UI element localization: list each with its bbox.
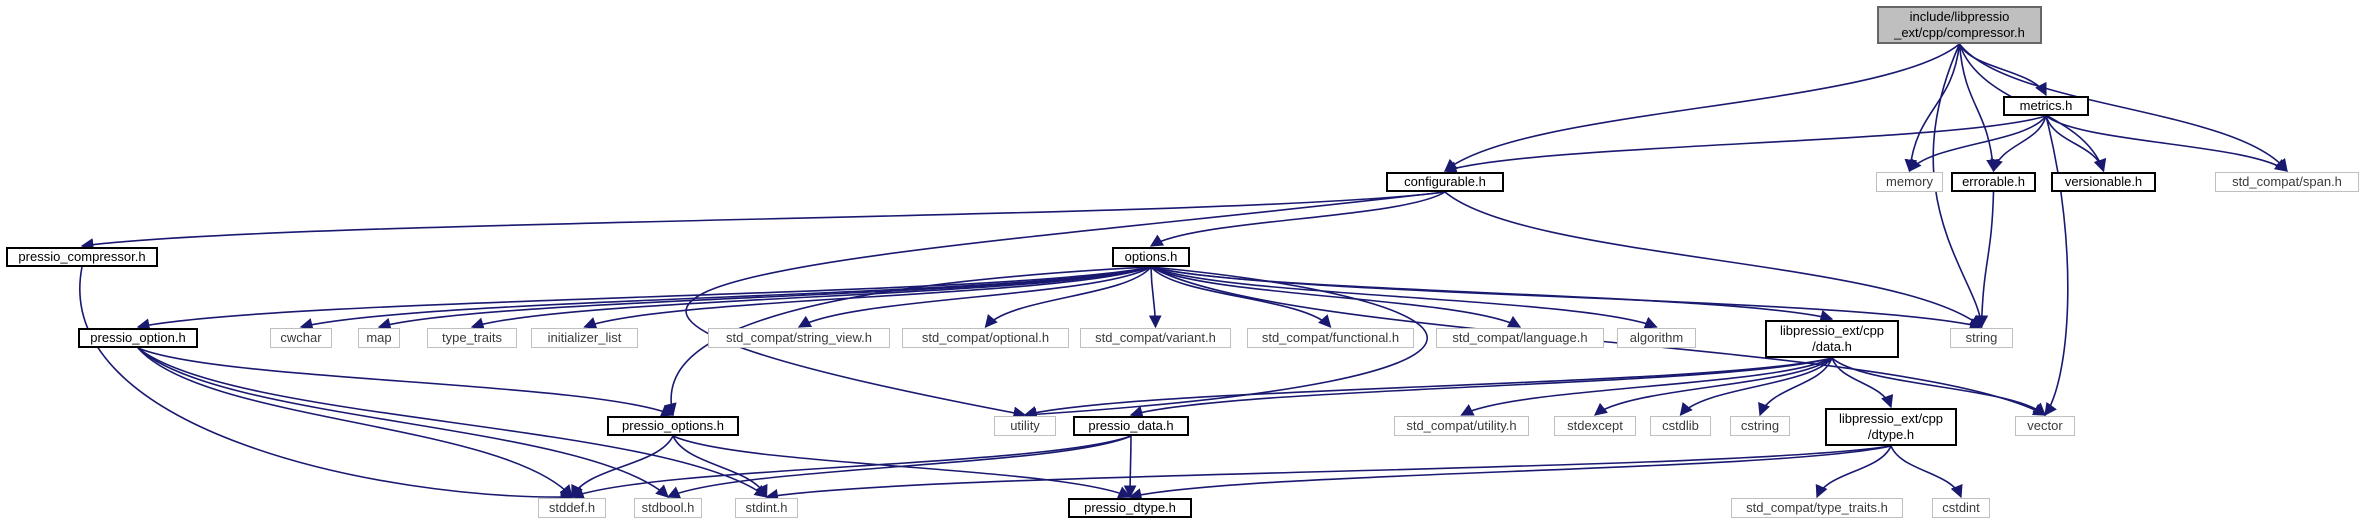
- edge-data-to-compat-utility: [1460, 357, 1833, 416]
- node-string: string: [1950, 328, 2013, 348]
- edge-options-to-functional: [1150, 266, 1332, 328]
- node-compressor[interactable]: include/libpressio _ext/cpp/compressor.h: [1877, 6, 2042, 44]
- node-configurable[interactable]: configurable.h: [1386, 172, 1504, 192]
- node-options[interactable]: options.h: [1112, 247, 1190, 267]
- node-errorable[interactable]: errorable.h: [1951, 172, 2036, 192]
- edge-configurable-to-options: [1149, 191, 1446, 247]
- edge-pressio-option-to-stdint: [137, 347, 768, 498]
- edge-metrics-to-errorable: [1990, 115, 2047, 173]
- node-stdexcept: stdexcept: [1554, 416, 1636, 436]
- node-variant: std_compat/variant.h: [1080, 328, 1231, 348]
- node-type-traits: type_traits: [427, 328, 517, 348]
- edge-compressor-to-memory: [1904, 43, 1961, 173]
- node-map: map: [358, 328, 400, 348]
- edge-pressio-data-to-pressio-dtype: [1123, 435, 1137, 499]
- node-dtype[interactable]: libpressio_ext/cpp /dtype.h: [1825, 408, 1957, 446]
- edge-dtype-to-cstdint: [1890, 445, 1963, 499]
- node-pressio-option[interactable]: pressio_option.h: [78, 328, 198, 348]
- node-language: std_compat/language.h: [1436, 328, 1604, 348]
- node-pressio-options[interactable]: pressio_options.h: [607, 416, 739, 436]
- edge-options-to-map: [377, 266, 1152, 331]
- edge-data-to-pressio-data: [1129, 357, 1833, 419]
- edge-options-to-string: [1150, 266, 1983, 331]
- node-initializer-list: initializer_list: [531, 328, 638, 348]
- edge-configurable-to-string: [1444, 191, 1983, 328]
- node-metrics[interactable]: metrics.h: [2003, 96, 2089, 116]
- edge-compressor-to-string: [1932, 43, 1988, 329]
- edge-configurable-to-pressio-compressor: [80, 191, 1446, 251]
- node-algorithm: algorithm: [1617, 328, 1696, 348]
- edge-options-to-initializer-list: [583, 266, 1152, 330]
- node-compat-type-traits: std_compat/type_traits.h: [1731, 498, 1903, 518]
- node-cstdint: cstdint: [1932, 498, 1990, 518]
- edge-compressor-to-span: [1958, 43, 2288, 173]
- edge-data-to-dtype: [1831, 357, 1894, 409]
- edge-options-to-pressio-option: [136, 266, 1152, 332]
- node-pressio-dtype[interactable]: pressio_dtype.h: [1068, 498, 1192, 518]
- edge-data-to-vector: [1831, 357, 2046, 416]
- node-vector: vector: [2015, 416, 2075, 436]
- edge-data-to-utility: [1023, 357, 1833, 419]
- edge-compressor-to-errorable: [1958, 43, 1999, 173]
- node-cstdlib: cstdlib: [1650, 416, 1711, 436]
- edge-metrics-to-memory: [1908, 115, 2047, 173]
- edge-pressio-option-to-stdbool: [137, 347, 669, 498]
- edge-options-to-variant: [1148, 266, 1162, 329]
- edge-options-to-utility: [1023, 266, 1428, 421]
- edge-data-to-stdexcept: [1593, 357, 1833, 416]
- node-pressio-compressor[interactable]: pressio_compressor.h: [6, 247, 158, 267]
- edge-layer: [79, 43, 2289, 504]
- edge-options-to-algorithm: [1150, 266, 1658, 329]
- edge-metrics-to-span: [2045, 115, 2289, 172]
- edge-pressio-compressor-to-stddef: [79, 266, 574, 504]
- node-versionable[interactable]: versionable.h: [2051, 172, 2156, 192]
- edge-pressio-option-to-pressio-options: [137, 347, 675, 417]
- node-stdbool: stdbool.h: [634, 498, 702, 518]
- node-span: std_compat/span.h: [2215, 172, 2359, 192]
- edge-pressio-data-to-stdbool: [666, 435, 1132, 499]
- node-cwchar: cwchar: [270, 328, 332, 348]
- edge-metrics-to-vector: [2044, 115, 2069, 417]
- node-optional: std_compat/optional.h: [902, 328, 1069, 348]
- edge-errorable-to-string: [1975, 191, 1995, 329]
- edge-options-to-type-traits: [470, 266, 1152, 330]
- edge-configurable-to-utility: [685, 191, 1446, 420]
- edge-metrics-to-configurable: [1443, 115, 2047, 174]
- node-functional: std_compat/functional.h: [1247, 328, 1414, 348]
- edge-data-to-cstring: [1758, 357, 1833, 417]
- edge-pressio-data-to-stddef: [570, 435, 1132, 500]
- edge-dtype-to-stdint: [765, 445, 1892, 502]
- edge-pressio-options-to-stddef: [571, 435, 674, 499]
- edge-compressor-to-configurable: [1444, 43, 1961, 172]
- node-cstring: cstring: [1730, 416, 1790, 436]
- node-compat-utility: std_compat/utility.h: [1394, 416, 1529, 436]
- edge-compressor-to-metrics: [1958, 43, 2047, 97]
- node-stddef: stddef.h: [538, 498, 606, 518]
- node-pressio-data[interactable]: pressio_data.h: [1073, 416, 1189, 436]
- edge-options-to-string-view: [797, 266, 1152, 328]
- edge-metrics-to-versionable: [2045, 115, 2107, 173]
- edge-dtype-to-compat-type-traits: [1815, 445, 1892, 499]
- node-string-view: std_compat/string_view.h: [708, 328, 890, 348]
- edge-options-to-language: [1150, 266, 1522, 328]
- edge-options-to-optional: [984, 266, 1152, 328]
- node-memory: memory: [1876, 172, 1943, 192]
- node-stdint: stdint.h: [735, 498, 798, 518]
- edge-data-to-cstdlib: [1679, 357, 1833, 416]
- edge-pressio-options-to-stdint: [672, 435, 768, 499]
- edge-dtype-to-pressio-dtype: [1128, 445, 1892, 501]
- edge-pressio-option-to-stddef: [137, 347, 573, 498]
- node-data[interactable]: libpressio_ext/cpp /data.h: [1765, 320, 1899, 358]
- node-utility: utility: [994, 416, 1056, 436]
